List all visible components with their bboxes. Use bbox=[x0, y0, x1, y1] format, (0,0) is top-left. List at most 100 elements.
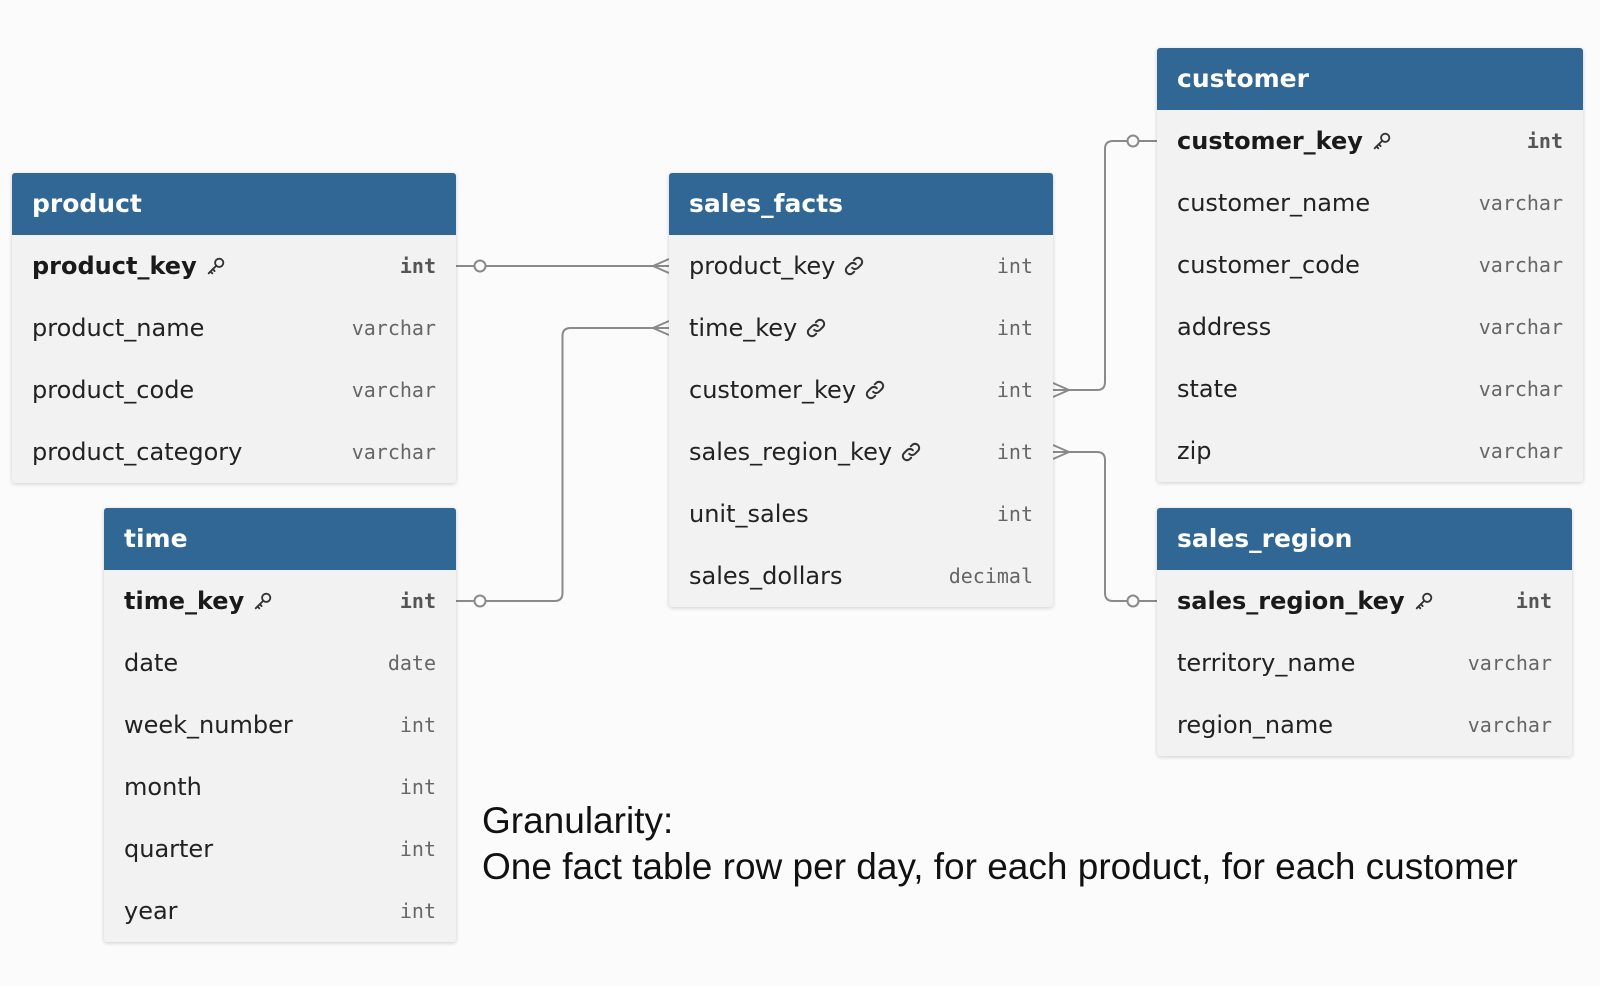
column-name-text: product_name bbox=[32, 314, 205, 342]
column-row[interactable]: product_name varchar bbox=[12, 297, 456, 359]
column-type: int bbox=[399, 899, 436, 923]
column-row[interactable]: customer_key int bbox=[1157, 110, 1583, 172]
link-icon bbox=[900, 441, 922, 463]
column-name: customer_name bbox=[1177, 189, 1370, 217]
granularity-note: Granularity: One fact table row per day,… bbox=[482, 798, 1518, 890]
column-name-text: product_code bbox=[32, 376, 195, 404]
column-name: sales_region_key bbox=[689, 438, 922, 466]
crows-foot-marker bbox=[652, 258, 670, 274]
column-name-text: month bbox=[124, 773, 202, 801]
column-row[interactable]: product_key int bbox=[669, 235, 1053, 297]
table-sales-region[interactable]: sales_region sales_region_key int territor… bbox=[1157, 508, 1572, 756]
column-name: time_key bbox=[124, 587, 274, 615]
column-row[interactable]: sales_region_key int bbox=[669, 421, 1053, 483]
relationship-line bbox=[456, 327, 669, 602]
zero-one-marker bbox=[1126, 594, 1140, 608]
column-name: customer_code bbox=[1177, 251, 1360, 279]
column-name: address bbox=[1177, 313, 1271, 341]
column-type: varchar bbox=[1478, 253, 1563, 277]
column-name: week_number bbox=[124, 711, 293, 739]
column-name-text: product_category bbox=[32, 438, 243, 466]
column-name: sales_dollars bbox=[689, 562, 842, 590]
column-row[interactable]: state varchar bbox=[1157, 358, 1583, 420]
column-name: customer_key bbox=[1177, 127, 1393, 155]
column-row[interactable]: sales_region_key int bbox=[1157, 570, 1572, 632]
column-type: varchar bbox=[1467, 713, 1552, 737]
column-type: int bbox=[399, 775, 436, 799]
column-name-text: zip bbox=[1177, 437, 1212, 465]
table-header-time: time bbox=[104, 508, 456, 570]
column-name: product_category bbox=[32, 438, 242, 466]
column-type: varchar bbox=[351, 316, 436, 340]
column-type: varchar bbox=[1478, 377, 1563, 401]
column-name-text: sales_dollars bbox=[689, 562, 843, 590]
table-header-customer: customer bbox=[1157, 48, 1583, 110]
column-name-text: customer_code bbox=[1177, 251, 1360, 279]
column-name-text: sales_region_key bbox=[1177, 587, 1405, 615]
zero-one-marker bbox=[1126, 134, 1140, 148]
column-type: varchar bbox=[1478, 439, 1563, 463]
table-header-sales-region: sales_region bbox=[1157, 508, 1572, 570]
column-name-text: region_name bbox=[1177, 711, 1333, 739]
granularity-title: Granularity: bbox=[482, 800, 674, 841]
column-type: varchar bbox=[351, 440, 436, 464]
column-type: int bbox=[399, 254, 436, 278]
crows-foot-marker bbox=[1052, 444, 1070, 460]
crows-foot-marker bbox=[652, 320, 670, 336]
column-type: int bbox=[1526, 129, 1563, 153]
column-row[interactable]: sales_dollars decimal bbox=[669, 545, 1053, 607]
column-name-text: territory_name bbox=[1177, 649, 1356, 677]
column-name: customer_key bbox=[689, 376, 886, 404]
column-name-text: customer_name bbox=[1177, 189, 1371, 217]
column-name: product_code bbox=[32, 376, 194, 404]
column-name-text: customer_key bbox=[689, 376, 857, 404]
column-name-text: year bbox=[124, 897, 178, 925]
column-row[interactable]: region_name varchar bbox=[1157, 694, 1572, 756]
column-name-text: week_number bbox=[124, 711, 293, 739]
column-type: decimal bbox=[948, 564, 1033, 588]
column-row[interactable]: month int bbox=[104, 756, 456, 818]
granularity-description: One fact table row per day, for each pro… bbox=[482, 846, 1518, 887]
column-name: region_name bbox=[1177, 711, 1333, 739]
column-name: state bbox=[1177, 375, 1238, 403]
column-name-text: state bbox=[1177, 375, 1238, 403]
column-row[interactable]: customer_code varchar bbox=[1157, 234, 1583, 296]
column-name: territory_name bbox=[1177, 649, 1355, 677]
column-name: year bbox=[124, 897, 178, 925]
column-row[interactable]: year int bbox=[104, 880, 456, 942]
column-type: int bbox=[996, 440, 1033, 464]
key-icon bbox=[205, 255, 227, 277]
column-name-text: date bbox=[124, 649, 179, 677]
column-name: zip bbox=[1177, 437, 1212, 465]
column-name-text: customer_key bbox=[1177, 127, 1363, 155]
column-row[interactable]: zip varchar bbox=[1157, 420, 1583, 482]
column-name-text: time_key bbox=[689, 314, 798, 342]
column-name: product_key bbox=[689, 252, 865, 280]
column-name-text: address bbox=[1177, 313, 1272, 341]
zero-one-marker bbox=[473, 594, 487, 608]
column-row[interactable]: week_number int bbox=[104, 694, 456, 756]
column-type: int bbox=[1515, 589, 1552, 613]
column-name: month bbox=[124, 773, 202, 801]
table-header-product: product bbox=[12, 173, 456, 235]
column-type: int bbox=[996, 254, 1033, 278]
column-row[interactable]: product_category varchar bbox=[12, 421, 456, 483]
column-type: int bbox=[399, 713, 436, 737]
key-icon bbox=[1371, 130, 1393, 152]
